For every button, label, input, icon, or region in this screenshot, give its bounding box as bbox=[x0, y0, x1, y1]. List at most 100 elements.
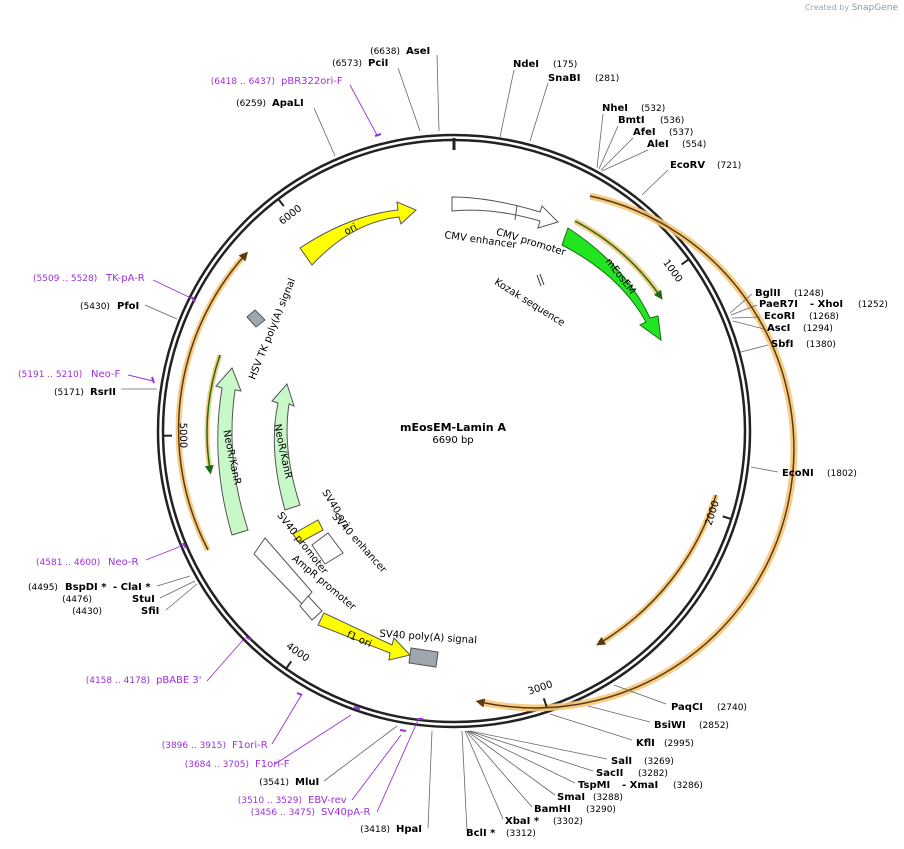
ecoRI-label[interactable]: EcoRI bbox=[764, 311, 795, 322]
sbfI-pos: (1380) bbox=[806, 340, 836, 350]
pfoI-pos: (5430) bbox=[80, 302, 110, 312]
bclI-label[interactable]: BclI * bbox=[466, 828, 496, 839]
ecoRI-pos: (1268) bbox=[809, 312, 839, 322]
pfoI-label[interactable]: PfoI bbox=[117, 301, 139, 312]
bglII-pos: (1248) bbox=[794, 289, 824, 299]
primer-lines bbox=[127, 84, 420, 813]
f1ori-f-label[interactable]: F1ori-F bbox=[255, 759, 290, 770]
apaLI-label[interactable]: ApaLI bbox=[272, 98, 304, 109]
neo-f-label[interactable]: Neo-F bbox=[91, 369, 121, 380]
f1-ori-feature[interactable] bbox=[317, 612, 411, 661]
bsiWI-pos: (2852) bbox=[699, 721, 729, 731]
plasmid-name: mEosEM-Lamin A bbox=[400, 421, 506, 434]
aleI-pos: (554) bbox=[682, 140, 706, 150]
ori-feature[interactable] bbox=[299, 201, 417, 266]
sv40-promoter-feature[interactable] bbox=[253, 537, 313, 605]
hpaI-label[interactable]: HpaI bbox=[396, 824, 422, 835]
rsrII-label[interactable]: RsrII bbox=[90, 387, 116, 398]
ndeI-label[interactable]: NdeI bbox=[513, 59, 539, 70]
smaI-label[interactable]: SmaI bbox=[557, 792, 585, 803]
bsiWI-label[interactable]: BsiWI bbox=[654, 720, 686, 731]
apaLI-pos: (6259) bbox=[236, 99, 266, 109]
sv40-polya-feature[interactable] bbox=[408, 647, 439, 668]
neo-r-label[interactable]: Neo-R bbox=[108, 557, 139, 568]
pbabe3-range: (4158 .. 4178) bbox=[86, 676, 150, 686]
aleI-label[interactable]: AleI bbox=[647, 139, 669, 150]
neokan-inner-feature[interactable] bbox=[271, 383, 301, 511]
sv40-enhancer-feature[interactable] bbox=[311, 532, 344, 565]
pbr322ori-f-label[interactable]: pBR322ori-F bbox=[281, 76, 343, 87]
sfiI-label[interactable]: SfiI bbox=[141, 606, 159, 617]
aseI-label[interactable]: AseI bbox=[406, 46, 430, 57]
tick-label-4000: 4000 bbox=[284, 641, 311, 665]
tick-mark-4000 bbox=[285, 660, 293, 670]
bglII-label[interactable]: BglII bbox=[755, 288, 781, 299]
f1ori-r-range: (3896 .. 3915) bbox=[162, 741, 226, 751]
ebv-rev-range: (3510 .. 3529) bbox=[238, 796, 302, 806]
neokan-outer-feature[interactable] bbox=[215, 367, 249, 536]
orf-arrow-neo bbox=[204, 354, 221, 475]
watermark-brand: SnapGene bbox=[851, 3, 898, 13]
neo-f-range: (5191 .. 5210) bbox=[18, 370, 82, 380]
snaBI-pos: (281) bbox=[595, 74, 619, 84]
bamHI-label[interactable]: BamHI bbox=[534, 804, 571, 815]
paeR7I-label[interactable]: PaeR7I bbox=[759, 299, 798, 310]
kflI-pos: (2995) bbox=[664, 739, 694, 749]
f1ori-r-label[interactable]: F1ori-R bbox=[232, 740, 268, 751]
bspDI-pos: (4495) bbox=[28, 583, 58, 593]
hpaI-pos: (3418) bbox=[360, 825, 390, 835]
hsv-tk-feature[interactable] bbox=[246, 309, 266, 328]
sfiI-pos: (4430) bbox=[72, 607, 102, 617]
afeI-pos: (537) bbox=[669, 128, 693, 138]
paeR7I-pos: (1252) bbox=[858, 300, 888, 310]
leader-lines bbox=[121, 54, 779, 832]
sv40-ori-feature[interactable] bbox=[292, 519, 324, 544]
orf-arrow-big bbox=[475, 195, 795, 709]
cmv-feature[interactable] bbox=[451, 196, 559, 229]
paqCI-pos: (2740) bbox=[717, 703, 747, 713]
pciI-label[interactable]: PciI bbox=[368, 58, 388, 69]
xbaI-label[interactable]: XbaI * bbox=[505, 816, 540, 827]
paqCI-label[interactable]: PaqCI bbox=[671, 702, 703, 713]
tick-label-5000: 5000 bbox=[177, 423, 188, 449]
nheI-label[interactable]: NheI bbox=[602, 103, 628, 114]
claI-label[interactable]: - ClaI * bbox=[113, 582, 151, 593]
salI-label[interactable]: SalI bbox=[611, 756, 632, 767]
primer-marks bbox=[151, 133, 423, 732]
xhoI-label[interactable]: - XhoI bbox=[810, 299, 843, 310]
snaBI-label[interactable]: SnaBI bbox=[548, 73, 580, 84]
meosem-feature[interactable] bbox=[561, 227, 662, 342]
ampr-promoter-feature[interactable] bbox=[299, 595, 323, 621]
neo-r-range: (4581 .. 4600) bbox=[36, 558, 100, 568]
sacII-label[interactable]: SacII bbox=[596, 768, 623, 779]
orf-track-small bbox=[598, 494, 719, 646]
ecoNI-label[interactable]: EcoNI bbox=[782, 468, 814, 479]
smaI-pos: (3288) bbox=[593, 793, 623, 803]
watermark-prefix: Created by bbox=[805, 3, 850, 12]
rsrII-pos: (5171) bbox=[54, 388, 84, 398]
ebv-rev-label[interactable]: EBV-rev bbox=[308, 795, 347, 806]
ecoRV-label[interactable]: EcoRV bbox=[670, 160, 705, 171]
xmaI-label[interactable]: - XmaI bbox=[622, 780, 658, 791]
bmtI-label[interactable]: BmtI bbox=[618, 115, 645, 126]
tick-mark-6000 bbox=[277, 198, 285, 207]
bspDI-label[interactable]: BspDI * bbox=[65, 582, 107, 593]
mluI-label[interactable]: MluI bbox=[295, 777, 319, 788]
orf-arrow-meos bbox=[574, 220, 663, 300]
stuI-label[interactable]: StuI bbox=[132, 594, 155, 605]
kozak-mark-a bbox=[536, 274, 542, 287]
tspMI-pos: (3286) bbox=[673, 781, 703, 791]
afeI-label[interactable]: AfeI bbox=[633, 127, 656, 138]
kflI-label[interactable]: KflI bbox=[636, 738, 655, 749]
sv40pa-r-label[interactable]: SV40pA-R bbox=[321, 807, 370, 818]
ascI-label[interactable]: AscI bbox=[767, 323, 790, 334]
pbabe3-label[interactable]: pBABE 3' bbox=[156, 675, 202, 686]
tk-pa-r-label[interactable]: TK-pA-R bbox=[105, 273, 145, 284]
orf-track-big bbox=[479, 192, 798, 712]
sv40pa-r-range: (3456 .. 3475) bbox=[251, 808, 315, 818]
tick-label-3000: 3000 bbox=[527, 679, 555, 698]
sv40-enhancer-label: SV40 enhancer bbox=[329, 511, 389, 576]
tspMI-label[interactable]: TspMI bbox=[578, 780, 610, 791]
ori-label: ori bbox=[342, 222, 359, 238]
sbfI-label[interactable]: SbfI bbox=[771, 339, 793, 350]
